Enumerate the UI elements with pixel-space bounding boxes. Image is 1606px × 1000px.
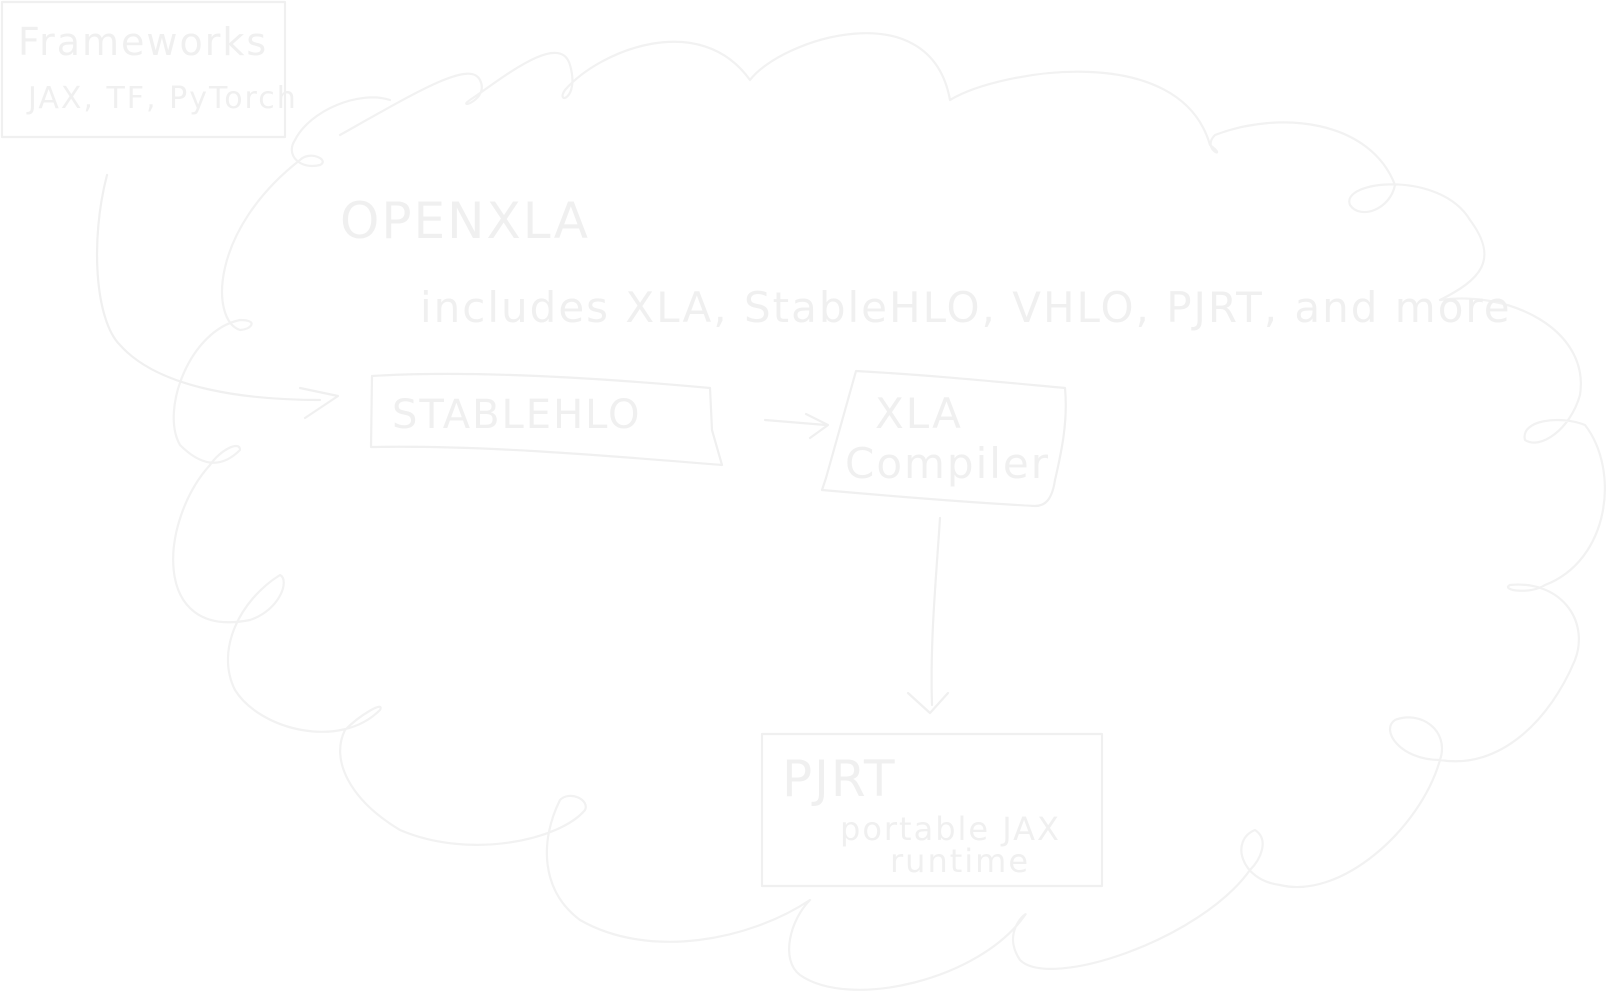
openxla-cloud-outline [172, 32, 1606, 991]
frameworks-to-stablehlo-arrowhead [298, 386, 340, 420]
openxla-title: OPENXLA [340, 192, 590, 250]
stablehlo-box [369, 372, 724, 467]
pjrt-subtitle-line2: runtime [890, 842, 1030, 880]
frameworks-subtitle: JAX, TF, PyTorch [26, 81, 298, 116]
xla-compiler-box [820, 369, 1067, 508]
stablehlo-label: STABLEHLO [392, 392, 642, 438]
frameworks-title: Frameworks [18, 20, 268, 64]
stablehlo-to-xla-arrowhead [804, 412, 830, 440]
xla-compiler-line2: Compiler [845, 439, 1050, 488]
frameworks-box [0, 0, 287, 139]
pjrt-subtitle-line1: portable JAX [840, 810, 1061, 848]
xla-compiler-line1: XLA [875, 389, 963, 438]
openxla-includes: includes XLA, StableHLO, VHLO, PJRT, and… [420, 283, 1512, 332]
frameworks-to-stablehlo-arrow [96, 173, 322, 402]
pjrt-box [760, 732, 1104, 888]
pjrt-title: PJRT [782, 750, 897, 808]
stablehlo-to-xla-arrow [763, 418, 828, 427]
xla-to-pjrt-arrow [930, 516, 942, 707]
xla-to-pjrt-arrowhead [906, 691, 950, 715]
